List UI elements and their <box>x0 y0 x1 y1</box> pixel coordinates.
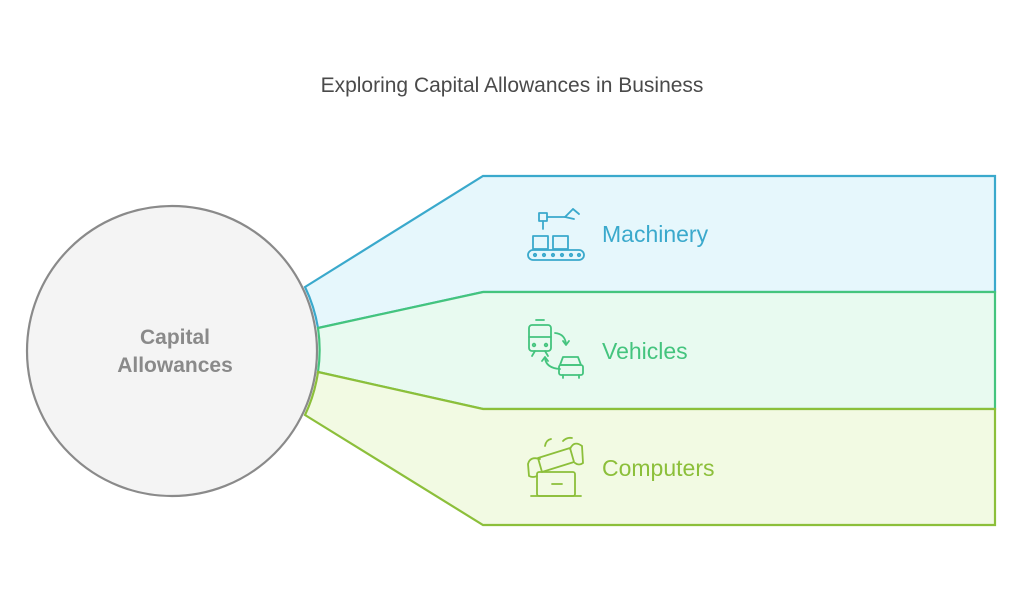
branch-label-vehicles: Vehicles <box>602 338 688 364</box>
diagram-title: Exploring Capital Allowances in Business <box>320 74 704 97</box>
center-circle <box>25 204 319 498</box>
branch-label-computers: Computers <box>602 455 714 481</box>
vehicles-exchange-icon <box>528 319 584 379</box>
center-label-line1: Capital <box>140 326 210 349</box>
branch-computers <box>303 370 997 527</box>
branch-computers-shape <box>303 370 997 527</box>
conveyor-robot-arm-icon <box>527 208 585 261</box>
center-label-line2: Allowances <box>117 354 233 377</box>
branch-label-machinery: Machinery <box>602 221 709 247</box>
computer-hands-icon <box>527 436 584 497</box>
